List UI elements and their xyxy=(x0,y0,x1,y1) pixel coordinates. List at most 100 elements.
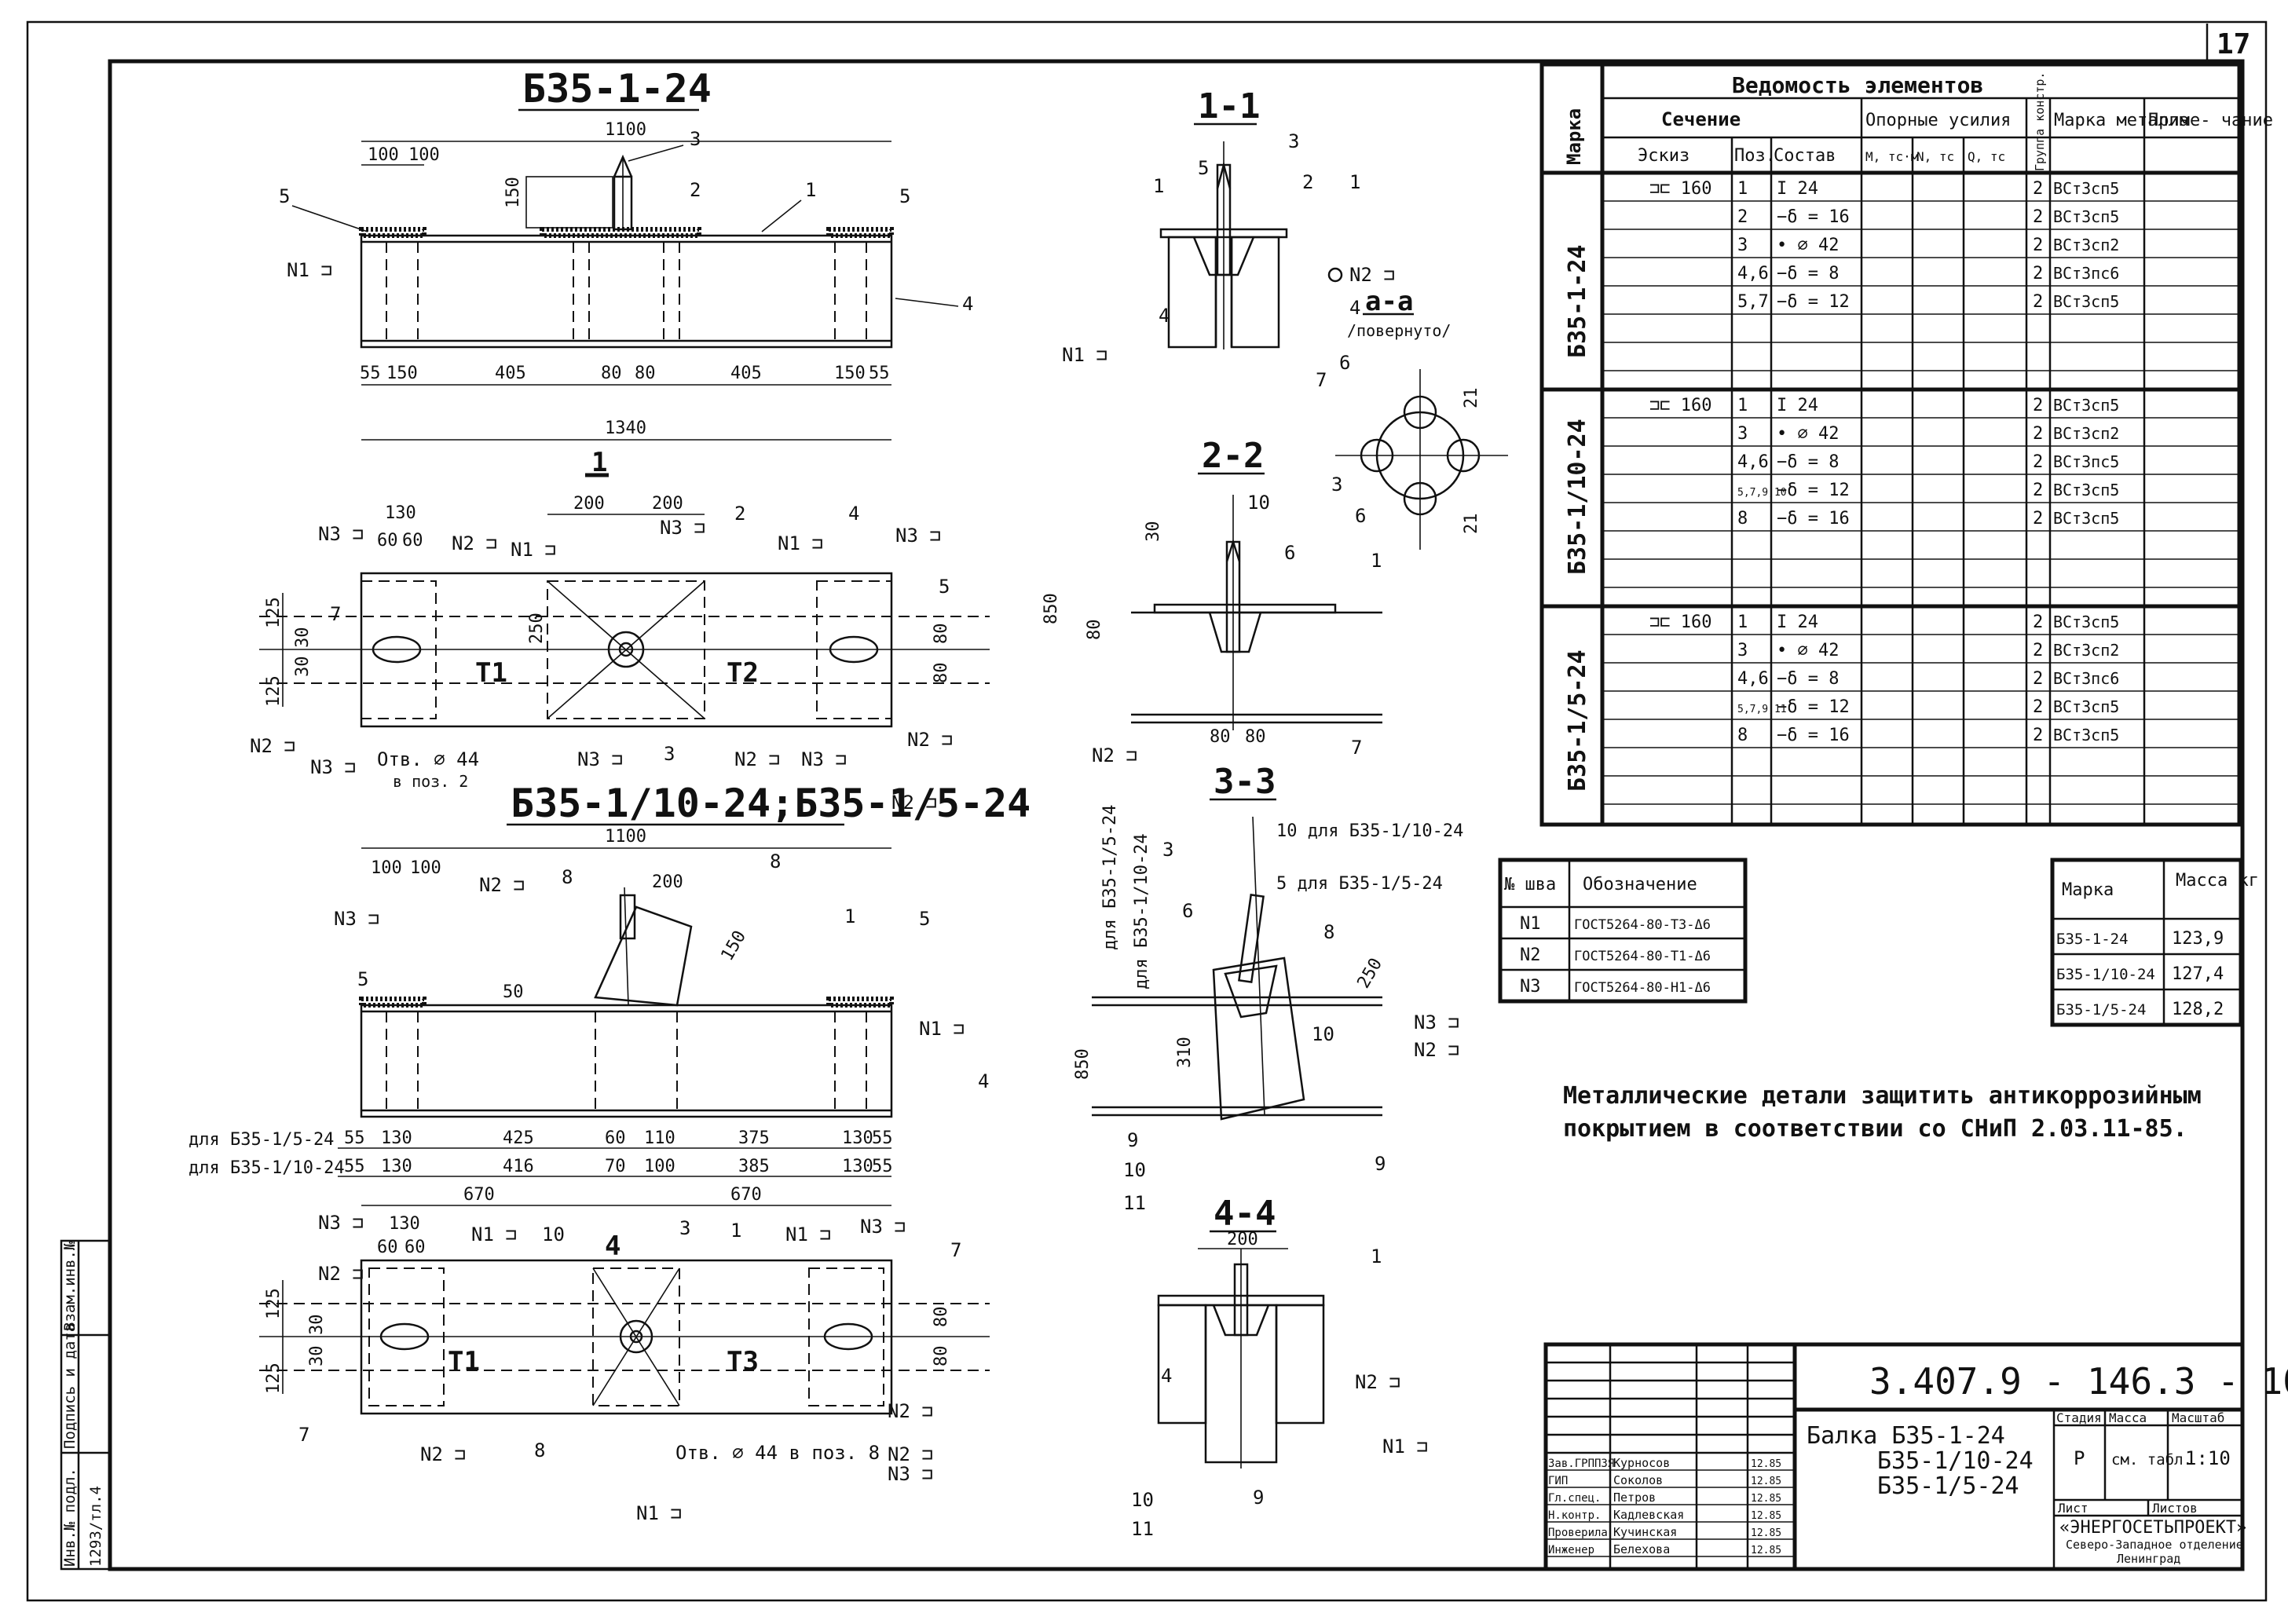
elements-row-comp: −δ = 12 xyxy=(1777,481,1850,500)
sec11-p3: 3 xyxy=(1288,130,1299,152)
sec33-p11: 11 xyxy=(1123,1192,1146,1214)
elements-row-comp: −δ = 8 xyxy=(1777,452,1839,472)
sec22-p10: 10 xyxy=(1247,492,1270,514)
welds-row-desig: ГОСТ5264-80-Т1-Δ6 xyxy=(1574,949,1711,964)
elements-row-comp: −δ = 8 xyxy=(1777,669,1839,689)
beam1-plan-n1b: N1 ⊐ xyxy=(778,532,823,554)
sec33-note10: 10 для Б35-1/10-24 xyxy=(1276,821,1463,841)
beam2-r1-375: 375 xyxy=(738,1128,770,1148)
section-2-2: 2-2 10 6 1 850 80 30 80 80 N2 ⊐ 7 xyxy=(1041,436,1382,766)
beam1-plan-n2e: N2 ⊐ xyxy=(891,792,937,814)
welds-row-desig: ГОСТ5264-80-Н1-Δ6 xyxy=(1574,980,1711,996)
title-stage: Р xyxy=(2074,1447,2085,1469)
title-sheet-h: Лист xyxy=(2058,1501,2088,1516)
sec33-p9b: 9 xyxy=(1375,1153,1386,1175)
elements-row-metal: ВСт3пс5 xyxy=(2053,452,2119,471)
sec22-dim-80b: 80 xyxy=(1210,727,1231,747)
elements-h-n: N, тс xyxy=(1916,149,1954,164)
beam1-plan-dim-60a: 60 xyxy=(377,531,398,550)
beam2-p4: 4 xyxy=(978,1070,989,1092)
beam1-dim-80a: 80 xyxy=(601,364,622,383)
beam1-plan-p4: 4 xyxy=(848,503,859,525)
sec33-dim-310: 310 xyxy=(1175,1037,1195,1068)
beam2-plan-n3c: N3 ⊐ xyxy=(888,1463,933,1485)
elements-row-grp: 2 xyxy=(2033,726,2043,745)
elements-row-comp: −δ = 16 xyxy=(1777,509,1850,529)
elements-row-metal: ВСт3сп2 xyxy=(2053,236,2119,254)
elements-row-pos: 8 xyxy=(1737,509,1748,529)
beam1-plan-n3c: N3 ⊐ xyxy=(895,525,941,547)
sec22-dim-80c: 80 xyxy=(1245,727,1266,747)
beam1-dim-55a: 55 xyxy=(360,364,381,383)
sec33-p8: 8 xyxy=(1323,921,1334,943)
elements-row-pos: 3 xyxy=(1737,641,1748,660)
beam2-n1: N1 ⊐ xyxy=(919,1018,965,1040)
sec22-p7: 7 xyxy=(1351,737,1362,759)
elements-table[interactable]: Ведомость элементов Марка Сечение Опорны… xyxy=(1539,62,2273,827)
welds-row-no: N3 xyxy=(1520,977,1541,997)
beam2-r2-416: 416 xyxy=(503,1157,534,1176)
beam1-dim-100b: 100 xyxy=(408,145,440,165)
title-org3: Ленинград xyxy=(2117,1552,2180,1566)
staff-role: Гл.спец. xyxy=(1548,1492,1601,1505)
section-1-1: 1-1 3 1 5 2 1 N2 ⊐ 4 4 N1 ⊐ 7 xyxy=(1062,86,1395,391)
elements-h-sketch: Эскиз xyxy=(1638,146,1689,166)
beam1-plan-hole-b: в поз. 2 xyxy=(393,772,468,791)
beam2-n2: N2 ⊐ xyxy=(479,874,525,896)
staff-role: Проверила xyxy=(1548,1527,1608,1539)
beam1-plan-dim-125b: 125 xyxy=(264,675,284,707)
elements-row-metal: ВСт3сп5 xyxy=(2053,726,2119,744)
elements-row-pos: 2 xyxy=(1737,207,1748,227)
beam1-plan-n3b: N3 ⊐ xyxy=(660,517,705,539)
section-3-3: 3-3 10 для Б35-1/10-24 5 для Б35-1/5-24 … xyxy=(1073,762,1463,1214)
elements-row-grp: 2 xyxy=(2033,669,2043,689)
beam2-plan-n1a: N1 ⊐ xyxy=(471,1223,517,1245)
beam1-plan-n3a: N3 ⊐ xyxy=(318,523,364,545)
title-name1: Балка Б35-1-24 xyxy=(1807,1422,2005,1450)
inner-frame xyxy=(108,59,2245,1571)
elements-row-metal: ВСт3сп5 xyxy=(2053,509,2119,528)
staff-date: 12.85 xyxy=(1751,1493,1781,1505)
elements-row-metal: ВСт3сп5 xyxy=(2053,179,2119,198)
beam2-plan-n3a: N3 ⊐ xyxy=(318,1212,364,1234)
sec33-note5: 5 для Б35-1/5-24 xyxy=(1276,874,1443,894)
beam2-r2-130b: 130 xyxy=(842,1157,873,1176)
side-stamp-c3: Взам.инв.№ xyxy=(61,1241,79,1331)
mass-h-mass: Масса кг xyxy=(2176,871,2259,891)
beam1-plan-p5: 5 xyxy=(939,576,950,598)
beam2-plan-n3b: N3 ⊐ xyxy=(860,1216,906,1238)
beam1-plan-dim-250: 250 xyxy=(527,613,547,644)
mass-row-mass: 123,9 xyxy=(2172,929,2224,949)
sec22-dim-30: 30 xyxy=(1144,521,1163,543)
beam2-r1-110: 110 xyxy=(644,1128,675,1148)
elements-row-pos: 8 xyxy=(1737,726,1748,745)
elements-h-section: Сечение xyxy=(1661,108,1741,130)
sec22-n2: N2 ⊐ xyxy=(1092,744,1137,766)
elements-row-grp: 2 xyxy=(2033,452,2043,472)
beam2-r2-55a: 55 xyxy=(344,1157,365,1176)
sec33-n3: N3 ⊐ xyxy=(1414,1011,1459,1033)
beam2-r2-130a: 130 xyxy=(381,1157,412,1176)
beam2-r1-55b: 55 xyxy=(872,1128,893,1148)
staff-name: Кадлевская xyxy=(1613,1508,1684,1522)
note-line1: Металлические детали защитить антикорроз… xyxy=(1563,1082,2202,1110)
beam1-plan-p3: 3 xyxy=(664,743,675,765)
mass-row-marka: Б35-1/10-24 xyxy=(2056,966,2155,983)
beam2-plan-n1c: N1 ⊐ xyxy=(636,1502,682,1524)
title-org2: Северо-Западное отделение xyxy=(2066,1538,2243,1552)
note-line2: покрытием в соответствии со СНиП 2.03.11… xyxy=(1563,1115,2187,1143)
title-stage-h: Стадия xyxy=(2056,1410,2102,1425)
elements-row-comp: I 24 xyxy=(1777,396,1818,415)
elements-row-comp: • ⌀ 42 xyxy=(1777,641,1839,660)
beam2-plan-dim-30b: 30 xyxy=(307,1346,327,1367)
beam2-plan-p7b: 7 xyxy=(298,1424,309,1446)
sec11-n1: N1 ⊐ xyxy=(1062,344,1107,366)
elements-row-pos: 3 xyxy=(1737,424,1748,444)
elements-row-pos: 1 xyxy=(1737,613,1748,632)
beam2-r1-60: 60 xyxy=(605,1128,626,1148)
